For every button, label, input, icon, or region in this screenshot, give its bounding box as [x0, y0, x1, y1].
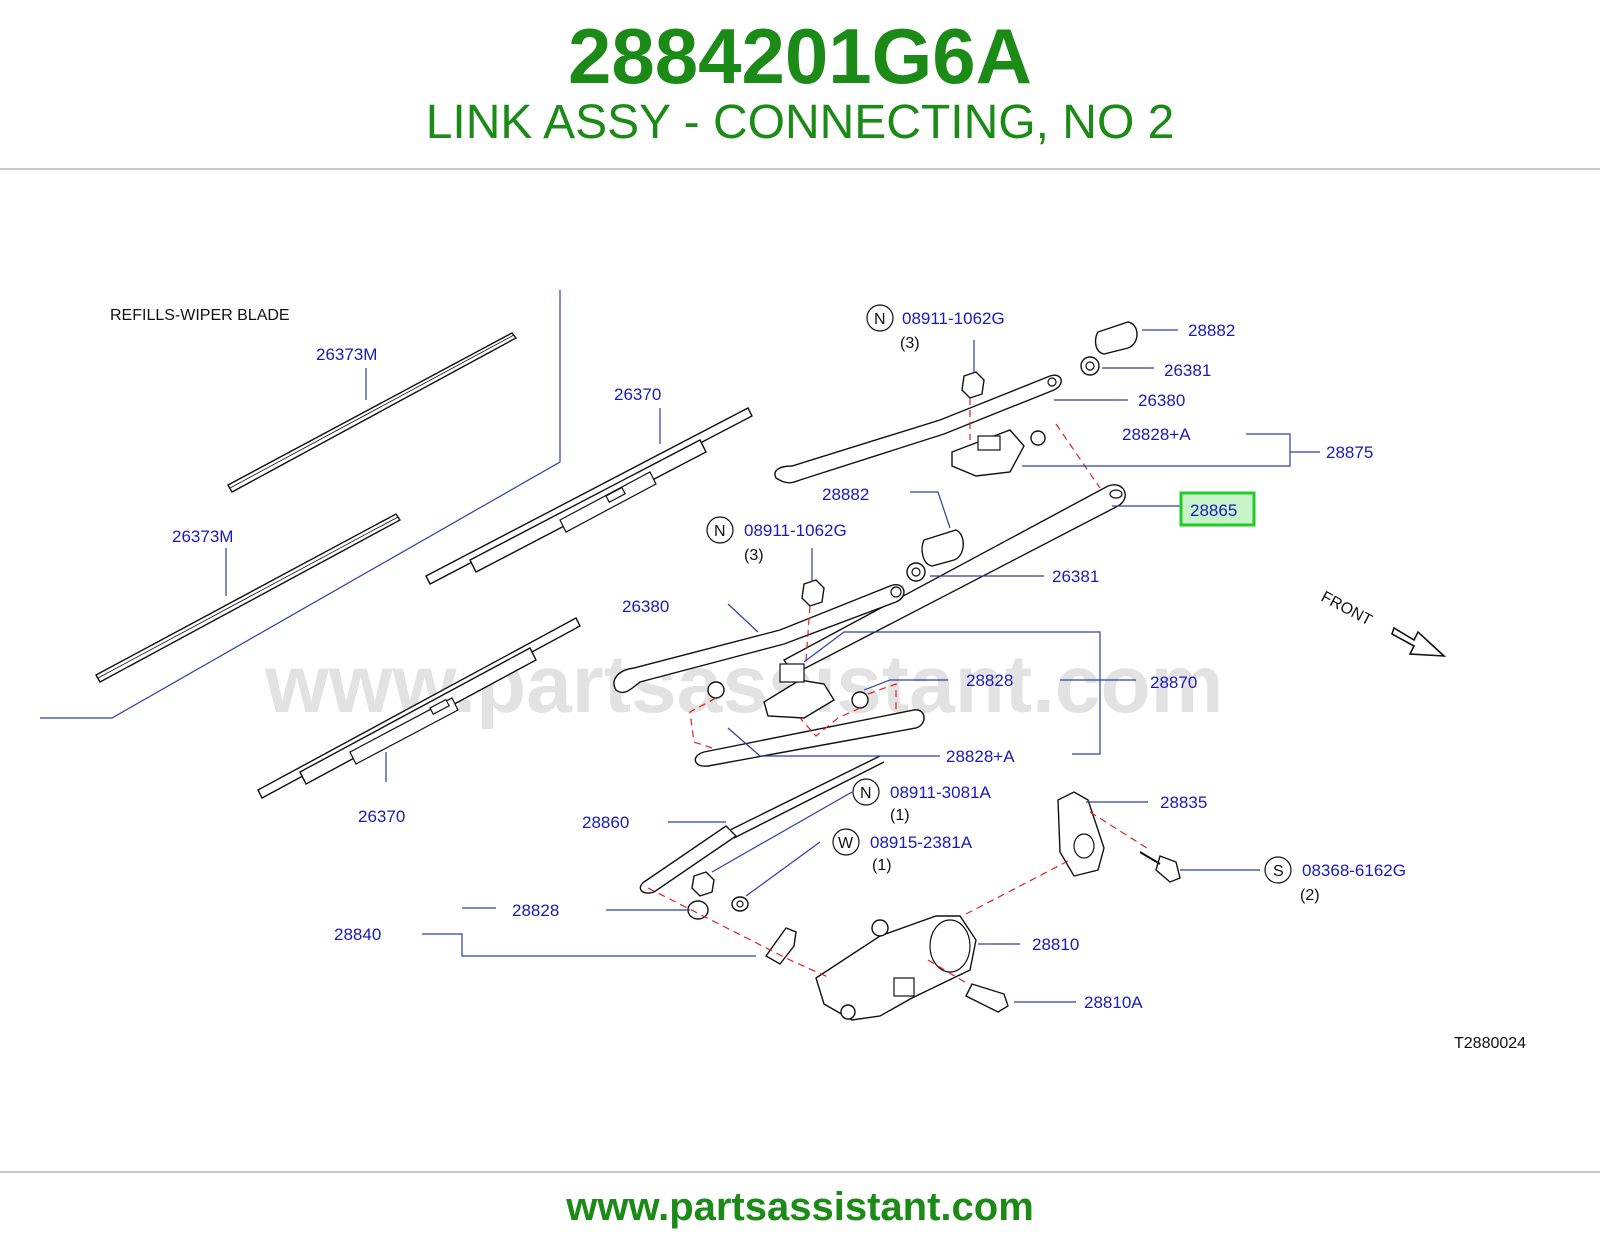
qty-washer-lower: (1): [872, 857, 892, 874]
svg-text:W: W: [838, 835, 854, 852]
label-bush-lower[interactable]: 28828: [512, 901, 559, 920]
pivot-upper-part: [951, 429, 1046, 477]
bracket-small-part: [764, 927, 797, 965]
label-washer-mid[interactable]: 26381: [1052, 567, 1099, 586]
label-linkage-assy[interactable]: 28840: [334, 925, 381, 944]
blade-lower-part: [257, 617, 581, 799]
label-refill-upper[interactable]: 26373M: [316, 345, 377, 364]
washer-mid-part: [906, 562, 926, 582]
link-short-part: [694, 709, 925, 767]
label-blade-lower[interactable]: 26370: [358, 807, 405, 826]
dash-motor-bolt: [927, 959, 969, 985]
header-divider: [0, 168, 1600, 170]
part-number-title: 2884201G6A: [567, 12, 1033, 100]
label-link-no2[interactable]: 28865: [1190, 501, 1237, 520]
pivot-mid-part: [707, 663, 869, 719]
diagram-caption: REFILLS-WIPER BLADE: [110, 307, 290, 324]
highlight-box: [1179, 491, 1256, 527]
footer-divider: [0, 1171, 1600, 1173]
label-motor[interactable]: 28810: [1032, 935, 1079, 954]
circle-n-lower: N: [852, 778, 880, 806]
qty-nut-upper: (3): [900, 335, 920, 352]
front-arrow-icon: [1391, 626, 1447, 657]
svg-text:N: N: [714, 523, 726, 540]
drawing-code: T2880024: [1454, 1035, 1526, 1052]
footer-url-link[interactable]: www.partsassistant.com: [566, 1185, 1034, 1229]
qty-nut-lower: (1): [890, 807, 910, 824]
nut-upper-part: [961, 371, 985, 399]
circle-w-lower: W: [832, 828, 860, 856]
washer-lower-part: [731, 896, 749, 912]
dash-mid-right2: [867, 683, 897, 710]
label-link-no1[interactable]: 28860: [582, 813, 629, 832]
blade-upper-part: [425, 407, 753, 585]
label-nut-lower[interactable]: 08911-3081A: [890, 783, 991, 802]
label-cap-upper[interactable]: 28882: [1188, 321, 1235, 340]
label-pivot-mid[interactable]: 28828+A: [946, 747, 1015, 766]
circle-n-upper: N: [866, 304, 894, 332]
front-label: FRONT: [1318, 589, 1375, 630]
cap-upper-part: [1094, 321, 1138, 355]
label-washer-lower[interactable]: 08915-2381A: [870, 833, 973, 852]
label-cap-mid[interactable]: 28882: [822, 485, 869, 504]
refill-upper-part: [227, 332, 518, 493]
label-bush-mid[interactable]: 28828: [966, 671, 1013, 690]
bracket-bolt-part: [1139, 851, 1181, 883]
dash-mid-right: [799, 707, 861, 737]
dash-lower-link: [647, 887, 831, 979]
bracket-part: [1057, 791, 1105, 877]
cap-mid-part: [921, 529, 964, 567]
nut-lower-part: [691, 871, 715, 897]
label-nut-mid[interactable]: 08911-1062G: [744, 521, 847, 540]
arm-upper-part: [774, 374, 1062, 484]
label-refill-lower[interactable]: 26373M: [172, 527, 233, 546]
label-bolt-bracket[interactable]: 08368-6162G: [1302, 861, 1406, 880]
link-no1-part: [639, 755, 885, 894]
svg-text:N: N: [860, 785, 872, 802]
washer-upper-part: [1080, 356, 1100, 376]
label-washer-upper[interactable]: 26381: [1164, 361, 1211, 380]
label-arm-upper[interactable]: 26380: [1138, 391, 1185, 410]
nut-mid-part: [801, 579, 825, 607]
qty-bolt-bracket: (2): [1300, 887, 1320, 904]
circle-n-mid: N: [706, 516, 734, 544]
label-pivot-assy-mid[interactable]: 28870: [1150, 673, 1197, 692]
label-pivot-assy-upper[interactable]: 28875: [1326, 443, 1373, 462]
leader-lines: [225, 329, 1320, 1003]
dash-upper-pivot: [1055, 423, 1101, 489]
qty-nut-mid: (3): [744, 547, 764, 564]
label-bracket[interactable]: 28835: [1160, 793, 1207, 812]
arm-mid-part: [613, 584, 905, 694]
label-blade-upper[interactable]: 26370: [614, 385, 661, 404]
circle-s-bracket: S: [1264, 856, 1292, 884]
refill-lower-part: [95, 513, 402, 683]
label-pivot-upper[interactable]: 28828+A: [1122, 425, 1191, 444]
dash-motor-bracket: [965, 859, 1071, 915]
label-arm-mid[interactable]: 26380: [622, 597, 669, 616]
page-header: 2884201G6A LINK ASSY - CONNECTING, NO 2: [0, 0, 1600, 172]
label-nut-upper[interactable]: 08911-1062G: [902, 309, 1005, 328]
refill-group-line: [40, 290, 561, 719]
svg-text:N: N: [874, 311, 886, 328]
label-motor-bolt[interactable]: 28810A: [1084, 993, 1143, 1012]
motor-bolt-part: [965, 983, 1009, 1013]
dash-mid-nut: [805, 605, 811, 661]
motor-part: [815, 915, 977, 1021]
svg-text:S: S: [1273, 863, 1284, 880]
dash-mid-left: [689, 697, 717, 749]
part-description: LINK ASSY - CONNECTING, NO 2: [425, 96, 1175, 149]
